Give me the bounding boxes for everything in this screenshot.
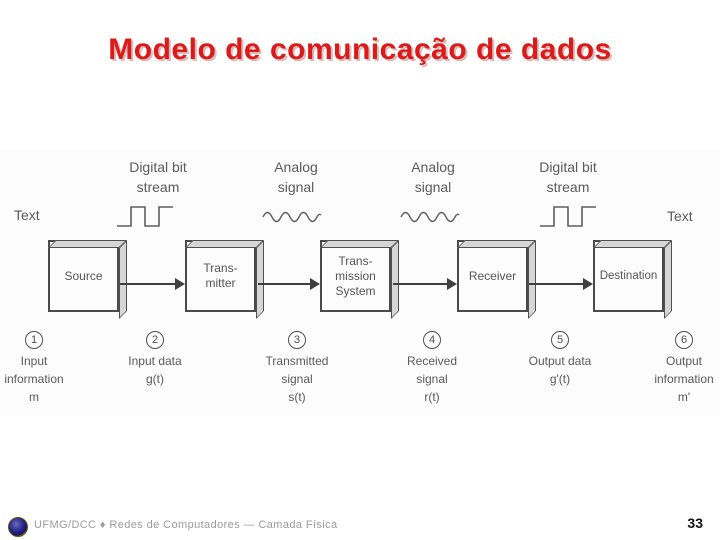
step-label-output-data: Output data g'(t): [528, 354, 592, 386]
box-destination: Destination: [593, 240, 672, 319]
box-receiver: Receiver: [457, 240, 536, 319]
text-label-left: Text: [14, 207, 40, 223]
flow-arrow: [120, 278, 185, 290]
step-label-input-information: Input information m: [4, 354, 64, 404]
ufmg-logo-icon: [8, 517, 28, 537]
flow-arrow: [393, 278, 457, 290]
box-label: Receiver: [457, 240, 528, 312]
step-label-received-signal: Received signal r(t): [406, 354, 458, 404]
box-label: Trans- mitter: [185, 240, 256, 312]
step-circle-3: 3: [288, 331, 306, 349]
square-wave-icon: [539, 203, 597, 229]
signal-label-analog-1: Analog signal: [274, 159, 318, 195]
step-circle-1: 1: [25, 331, 43, 349]
step-circle-2: 2: [146, 331, 164, 349]
box-source: Source: [48, 240, 127, 319]
box-top-face: [457, 240, 536, 248]
box-top-face: [48, 240, 127, 248]
box-transmitter: Trans- mitter: [185, 240, 264, 319]
step-circle-4: 4: [423, 331, 441, 349]
step-label-transmitted-signal: Transmitted signal s(t): [265, 354, 329, 404]
signal-label-digital-1: Digital bit stream: [129, 159, 187, 195]
slide-page-number: 33: [687, 515, 703, 531]
sine-wave-icon: [261, 208, 323, 226]
footer-course-label: UFMG/DCC ♦ Redes de Computadores — Camad…: [34, 519, 338, 531]
text-label-right: Text: [667, 208, 693, 224]
step-circle-6: 6: [675, 331, 693, 349]
page-title: Modelo de comunicação de dados: [108, 33, 612, 66]
box-side-face: [664, 240, 672, 319]
box-side-face: [256, 240, 264, 319]
signal-label-digital-2: Digital bit stream: [539, 159, 597, 195]
box-label: Source: [48, 240, 119, 312]
sine-wave-icon: [399, 208, 461, 226]
communication-model-diagram: Text Text Digital bit stream Analog sign…: [0, 150, 720, 415]
box-top-face: [320, 240, 399, 248]
box-label: Destination: [593, 240, 664, 312]
box-top-face: [593, 240, 672, 248]
step-circle-5: 5: [551, 331, 569, 349]
step-label-input-data: Input data g(t): [128, 354, 182, 386]
box-transmission-system: Trans- mission System: [320, 240, 399, 319]
step-label-output-information: Output information m': [654, 354, 714, 404]
box-top-face: [185, 240, 264, 248]
flow-arrow: [529, 278, 593, 290]
signal-label-analog-2: Analog signal: [411, 159, 455, 195]
box-side-face: [119, 240, 127, 319]
box-side-face: [528, 240, 536, 319]
flow-arrow: [258, 278, 320, 290]
box-side-face: [391, 240, 399, 319]
box-label: Trans- mission System: [320, 240, 391, 312]
square-wave-icon: [116, 203, 174, 229]
